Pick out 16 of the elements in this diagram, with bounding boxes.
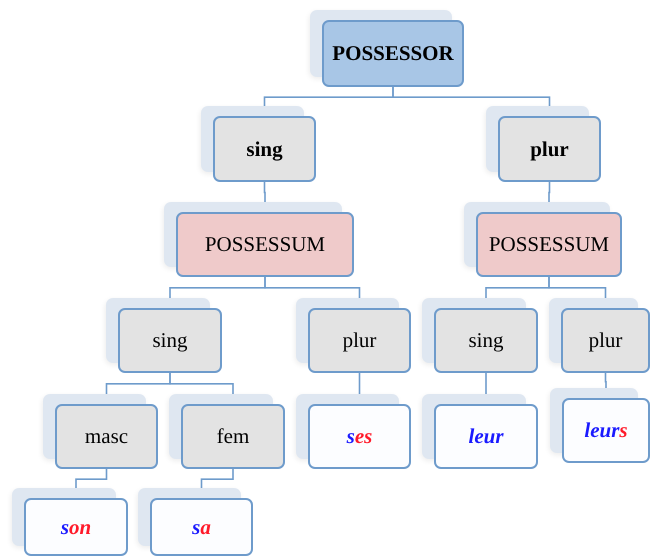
category-label: fem [216,424,250,449]
category-label: plur [342,328,376,353]
category-label: plur [530,136,569,162]
category-label: sing [468,328,504,353]
category-label: masc [84,424,128,449]
category-label: plur [588,328,622,353]
word-form: ses [346,424,372,449]
category-label: POSSESSUM [488,232,610,257]
word-form: son [60,514,92,540]
category-label: sing [152,328,188,353]
word-form: leurs [584,418,628,443]
word-form: sa [192,514,211,540]
category-label: POSSESSOR [332,41,454,66]
category-label: sing [246,136,283,162]
category-label: POSSESSUM [204,232,326,257]
word-form: leur [468,424,504,449]
